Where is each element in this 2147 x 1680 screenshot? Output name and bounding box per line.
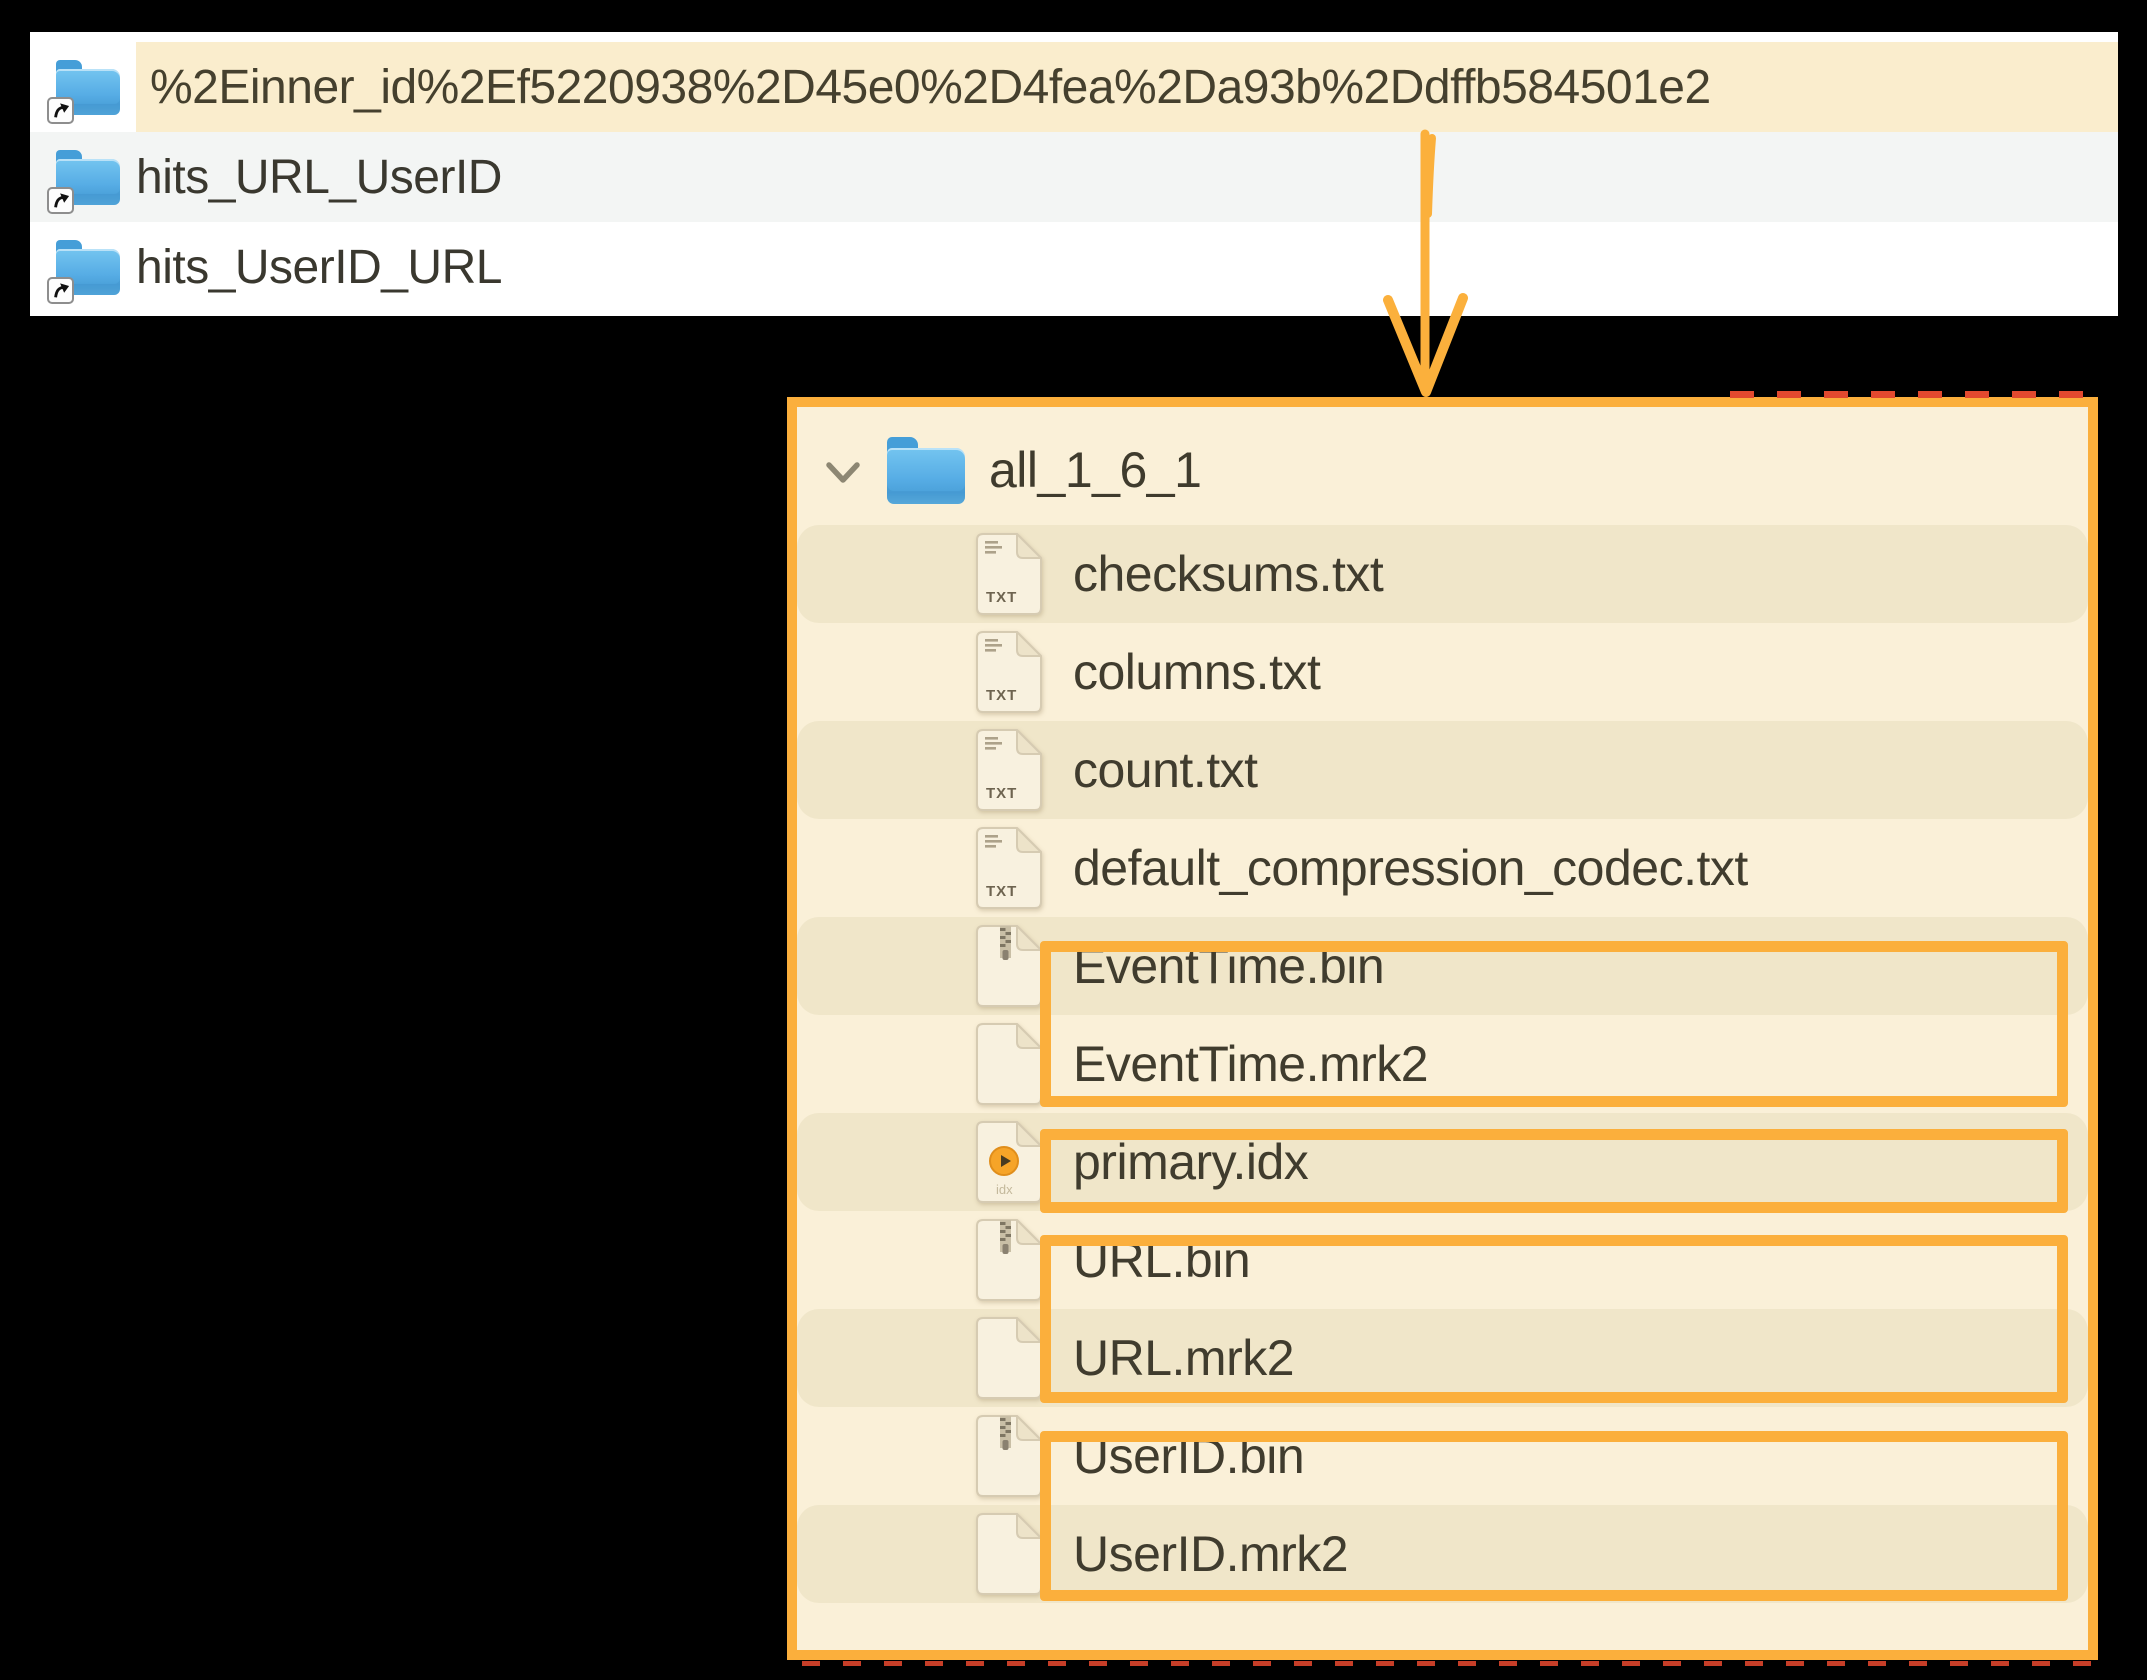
file-row-checksums-txt[interactable]: TXT checksums.txt	[797, 525, 2088, 623]
folder-row-hits-userid-url[interactable]: hits_UserID_URL	[30, 222, 2118, 312]
txt-file-icon: TXT	[975, 630, 1043, 714]
txt-file-icon: TXT	[975, 728, 1043, 812]
file-row-eventtime-bin[interactable]: EventTime.bin	[797, 917, 2088, 1015]
file-row-count-txt[interactable]: TXT count.txt	[797, 721, 2088, 819]
file-name: URL.bin	[1073, 1232, 1251, 1288]
bin-file-icon	[975, 1218, 1043, 1302]
tree-folder-row[interactable]: all_1_6_1	[797, 407, 2088, 525]
red-dashes-bottom	[802, 1661, 2094, 1666]
alias-folder-icon	[47, 240, 120, 304]
file-name: UserID.mrk2	[1073, 1526, 1349, 1582]
file-name: URL.mrk2	[1073, 1330, 1295, 1386]
file-row-userid-mrk2[interactable]: UserID.mrk2	[797, 1505, 2088, 1603]
parts-folder-list-panel: %2Einner_id%2Ef5220938%2D45e0%2D4fea%2Da…	[30, 32, 2118, 316]
alias-folder-icon	[47, 150, 120, 214]
file-name: EventTime.mrk2	[1073, 1036, 1429, 1092]
svg-text:TXT: TXT	[986, 883, 1017, 900]
plain-file-icon	[975, 1022, 1043, 1106]
alias-arrow-badge-icon	[47, 277, 74, 304]
bin-file-icon	[975, 1414, 1043, 1498]
alias-arrow-badge-icon	[47, 97, 74, 124]
file-row-default-compression-codec-txt[interactable]: TXT default_compression_codec.txt	[797, 819, 2088, 917]
file-row-columns-txt[interactable]: TXT columns.txt	[797, 623, 2088, 721]
part-contents-panel: all_1_6_1 TXT checksums.txt	[787, 397, 2098, 1660]
file-row-userid-bin[interactable]: UserID.bin	[797, 1407, 2088, 1505]
down-arrow-annotation	[1383, 129, 1468, 397]
file-name: default_compression_codec.txt	[1073, 840, 1748, 896]
chevron-down-icon[interactable]	[825, 460, 861, 486]
svg-text:idx: idx	[996, 1182, 1013, 1197]
txt-file-icon: TXT	[975, 532, 1043, 616]
file-name: count.txt	[1073, 742, 1258, 798]
file-row-url-bin[interactable]: URL.bin	[797, 1211, 2088, 1309]
svg-text:TXT: TXT	[986, 589, 1017, 606]
alias-arrow-badge-icon	[47, 187, 74, 214]
folder-row-label: hits_URL_UserID	[136, 150, 502, 204]
idx-file-icon: idx	[975, 1120, 1043, 1204]
plain-file-icon	[975, 1316, 1043, 1400]
file-row-primary-idx[interactable]: idx primary.idx	[797, 1113, 2088, 1211]
svg-text:TXT: TXT	[986, 687, 1017, 704]
folder-row-label: %2Einner_id%2Ef5220938%2D45e0%2D4fea%2Da…	[136, 42, 2118, 132]
file-row-eventtime-mrk2[interactable]: EventTime.mrk2	[797, 1015, 2088, 1113]
txt-file-icon: TXT	[975, 826, 1043, 910]
folder-row-label: hits_UserID_URL	[136, 240, 502, 294]
folder-icon	[887, 437, 965, 504]
folder-row-inner-id[interactable]: %2Einner_id%2Ef5220938%2D45e0%2D4fea%2Da…	[30, 42, 2118, 132]
folder-row-hits-url-userid[interactable]: hits_URL_UserID	[30, 132, 2118, 222]
file-name: checksums.txt	[1073, 546, 1384, 602]
alias-folder-icon	[47, 60, 120, 124]
plain-file-icon	[975, 1512, 1043, 1596]
file-row-url-mrk2[interactable]: URL.mrk2	[797, 1309, 2088, 1407]
svg-text:TXT: TXT	[986, 785, 1017, 802]
file-name: primary.idx	[1073, 1134, 1309, 1190]
file-name: UserID.bin	[1073, 1428, 1305, 1484]
red-dashes-top	[1730, 391, 2094, 398]
tree-folder-label: all_1_6_1	[989, 442, 1202, 498]
file-name: EventTime.bin	[1073, 938, 1385, 994]
file-name: columns.txt	[1073, 644, 1321, 700]
bin-file-icon	[975, 924, 1043, 1008]
